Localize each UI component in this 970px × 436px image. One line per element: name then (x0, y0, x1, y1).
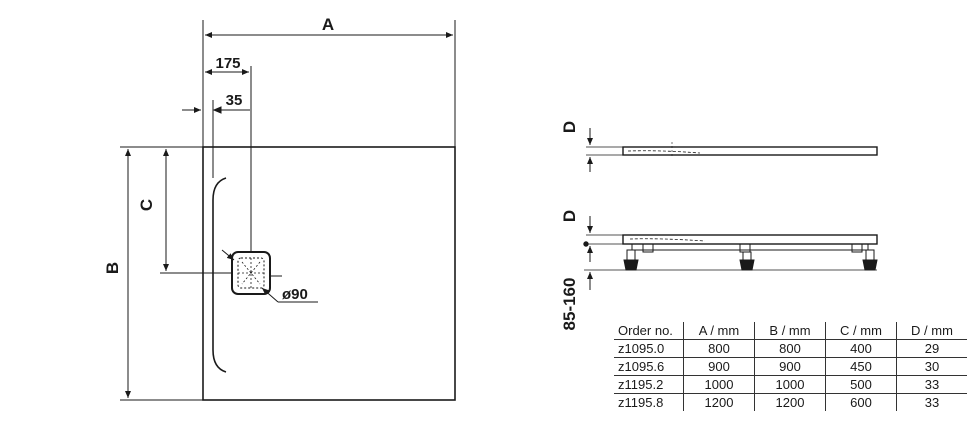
dimension-c-label: C (137, 199, 156, 211)
table-row: ᴢ1095.0 800 800 400 29 (614, 339, 967, 358)
side-view-flat (586, 128, 878, 172)
dimension-d-bottom-label: D (560, 210, 579, 222)
order-number-cell: ᴢ1095.0 (614, 339, 684, 358)
side-view-legs (583, 216, 878, 290)
leg-icon (623, 249, 639, 271)
header-b: B / mm (754, 322, 826, 340)
header-c: C / mm (825, 322, 897, 340)
table-cell: 29 (896, 339, 967, 358)
leg-height-label: 85-160 (560, 278, 579, 331)
order-number-cell: ᴢ1095.6 (614, 357, 684, 376)
header-d: D / mm (896, 322, 967, 340)
header-order-no: Order no. (614, 322, 684, 340)
tray-outline (202, 146, 456, 401)
table-cell: 450 (825, 357, 897, 376)
table-cell: 1200 (754, 393, 826, 411)
table-cell: 1000 (683, 375, 755, 394)
table-cell: 33 (896, 375, 967, 394)
dimension-a (202, 20, 456, 147)
drainage-channel-curve (212, 177, 227, 373)
table-cell: 33 (896, 393, 967, 411)
table-row: ᴢ1195.2 1000 1000 500 33 (614, 375, 967, 394)
table-cell: 600 (825, 393, 897, 411)
drain-diameter-label: ø90 (282, 286, 308, 303)
dimension-175-label: 175 (215, 55, 240, 72)
dimension-b-label: B (103, 262, 122, 274)
table-cell: 500 (825, 375, 897, 394)
dimension-c (160, 146, 232, 274)
drain-diameter-leader (221, 249, 318, 303)
dimension-175 (205, 66, 252, 252)
table-cell: 800 (754, 339, 826, 358)
side-tray-profile (622, 146, 878, 156)
side-tray-profile-legs (622, 234, 878, 245)
table-row: ᴢ1095.6 900 900 450 30 (614, 357, 967, 376)
dimension-35 (182, 100, 250, 178)
table-cell: 800 (683, 339, 755, 358)
dimension-a-label: A (322, 15, 334, 34)
order-table: Order no. A / mm B / mm C / mm D / mm ᴢ1… (614, 322, 967, 411)
table-header-row: Order no. A / mm B / mm C / mm D / mm (614, 322, 967, 340)
table-row: ᴢ1195.8 1200 1200 600 33 (614, 393, 967, 411)
order-number-cell: ᴢ1195.2 (614, 375, 684, 394)
table-cell: 900 (754, 357, 826, 376)
table-cell: 400 (825, 339, 897, 358)
table-cell: 1200 (683, 393, 755, 411)
order-number-cell: ᴢ1195.8 (614, 393, 684, 411)
table-cell: 1000 (754, 375, 826, 394)
table-cell: 30 (896, 357, 967, 376)
top-view (202, 146, 456, 401)
leg-icon (739, 251, 755, 271)
header-a: A / mm (683, 322, 755, 340)
table-cell: 900 (683, 357, 755, 376)
dimension-35-label: 35 (226, 92, 243, 109)
drain-grate-icon (238, 258, 264, 288)
dimension-d-top-label: D (560, 121, 579, 133)
leg-icon (862, 249, 878, 271)
